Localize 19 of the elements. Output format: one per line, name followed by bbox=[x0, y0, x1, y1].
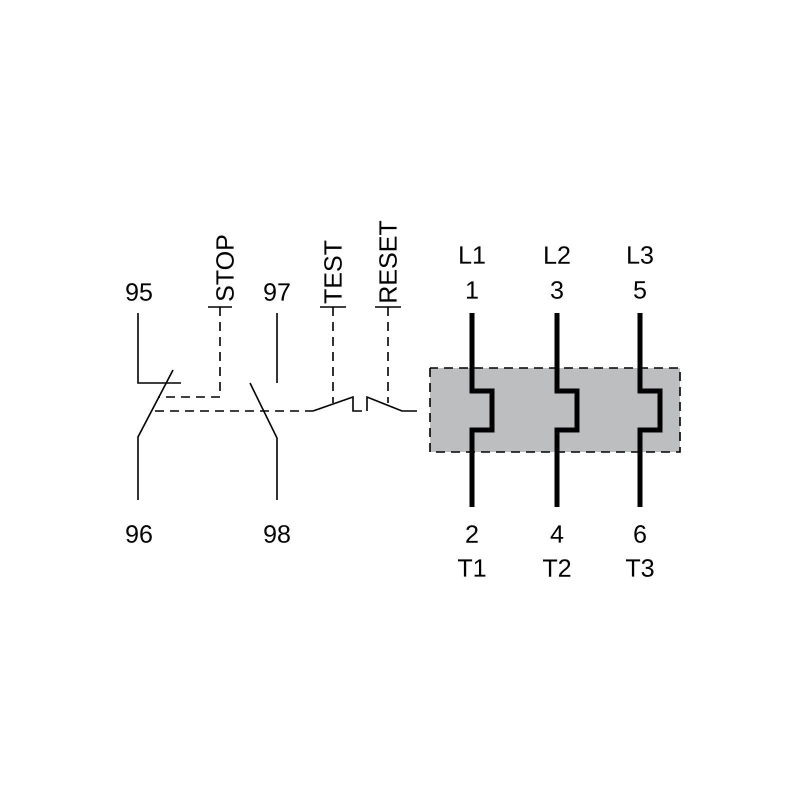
terminal-label: 3 bbox=[551, 281, 563, 299]
terminal-label: 95 bbox=[126, 283, 152, 301]
terminal-label: 5 bbox=[634, 281, 646, 299]
button-label: RESET bbox=[379, 220, 397, 302]
terminal-label: L2 bbox=[545, 246, 570, 264]
terminal-label: 98 bbox=[264, 525, 290, 543]
terminal-label: 6 bbox=[634, 525, 646, 543]
terminal-label: 96 bbox=[126, 525, 152, 543]
terminal-label: L1 bbox=[460, 246, 485, 264]
terminal-label: 1 bbox=[466, 281, 478, 299]
terminal-label: 2 bbox=[466, 525, 478, 543]
button-label: STOP bbox=[216, 236, 234, 301]
terminal-label: 4 bbox=[550, 525, 564, 543]
terminal-label: L3 bbox=[628, 246, 653, 264]
terminal-label: T2 bbox=[542, 559, 570, 577]
terminal-label: T1 bbox=[458, 559, 486, 577]
terminal-label: T3 bbox=[626, 559, 654, 577]
button-label: TEST bbox=[324, 240, 342, 304]
terminal-label: 97 bbox=[264, 283, 290, 301]
